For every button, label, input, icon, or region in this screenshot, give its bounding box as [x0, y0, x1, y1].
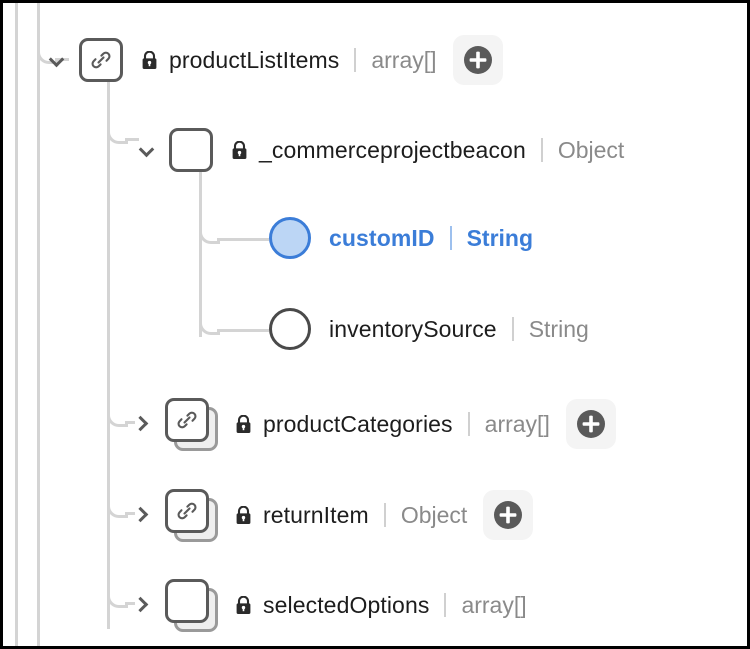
- label-type-separator: [444, 593, 447, 617]
- square-icon[interactable]: [169, 128, 213, 172]
- lock-icon: [236, 505, 251, 524]
- add-item-button[interactable]: [483, 490, 534, 540]
- tree-row-label: selectedOptions: [263, 591, 430, 618]
- tree-row-label: inventorySource: [329, 315, 497, 342]
- tree-connector-returnitem: [107, 487, 128, 518]
- lock-icon: [232, 140, 247, 159]
- label-type-separator: [449, 226, 452, 250]
- chevron-right-icon[interactable]: [133, 414, 153, 434]
- tree-row-commerceprojectbeacon[interactable]: _commerceprojectbeacon Object: [137, 121, 624, 179]
- tree-connector-productcategories: [107, 396, 128, 427]
- tree-row-type: Object: [400, 501, 468, 528]
- tree-row-type: String: [528, 315, 589, 342]
- tree-connector-selectedoptions: [107, 577, 128, 608]
- tree-row-label: productCategories: [263, 410, 453, 437]
- tree-connector-productcategories-stub: [125, 421, 135, 424]
- label-type-separator: [540, 138, 543, 162]
- tree-row-type: String: [466, 224, 534, 251]
- link-square-icon[interactable]: [79, 38, 123, 82]
- tree-connector-commerceprojectbeacon-stub: [125, 138, 139, 141]
- label-type-separator: [511, 317, 514, 341]
- label-type-separator: [383, 503, 386, 527]
- tree-rail-level2: [107, 75, 110, 629]
- tree-connector-inventorysource-stub: [217, 329, 269, 332]
- tree-connector-commerceprojectbeacon: [107, 113, 128, 144]
- lock-icon: [142, 50, 157, 69]
- tree-rail-root: [15, 3, 18, 646]
- tree-rail-level3: [199, 155, 202, 337]
- tree-row-type: array[]: [461, 591, 527, 618]
- tree-row-productcategories[interactable]: productCategories array[]: [133, 395, 616, 453]
- tree-row-returnitem[interactable]: returnItem Object: [133, 486, 534, 544]
- tree-row-productlistitems[interactable]: productListItems array[]: [47, 31, 503, 89]
- link-stacked-square-icon[interactable]: [165, 489, 218, 542]
- add-item-button[interactable]: [565, 399, 616, 449]
- tree-connector-selectedoptions-stub: [125, 602, 135, 605]
- chevron-right-icon[interactable]: [133, 505, 153, 525]
- link-stacked-square-icon[interactable]: [165, 398, 218, 451]
- tree-row-label: productListItems: [169, 46, 340, 73]
- tree-connector-customid: [199, 213, 220, 244]
- tree-connector-returnitem-stub: [125, 512, 135, 515]
- add-circle-icon: [576, 410, 605, 438]
- tree-row-label: returnItem: [263, 501, 369, 528]
- chevron-right-icon[interactable]: [133, 595, 153, 615]
- add-circle-icon: [494, 501, 523, 529]
- label-type-separator: [467, 412, 470, 436]
- tree-row-type: array[]: [371, 46, 437, 73]
- chevron-down-icon[interactable]: [47, 50, 67, 70]
- add-item-button[interactable]: [452, 35, 503, 85]
- tree-row-label: customID: [329, 224, 435, 251]
- tree-row-inventorysource[interactable]: inventorySource String: [269, 300, 589, 358]
- tree-row-selectedoptions[interactable]: selectedOptions array[]: [133, 576, 527, 634]
- tree-row-type: Object: [557, 136, 625, 163]
- circle-filled-icon[interactable]: [269, 217, 311, 259]
- label-type-separator: [354, 48, 357, 72]
- tree-rail-level1: [37, 3, 40, 646]
- circle-icon[interactable]: [269, 308, 311, 350]
- stacked-square-icon[interactable]: [165, 579, 218, 632]
- add-circle-icon: [463, 46, 492, 74]
- tree-row-type: array[]: [484, 410, 550, 437]
- chevron-down-icon[interactable]: [137, 140, 157, 160]
- tree-connector-inventorysource: [199, 304, 220, 335]
- tree-row-label: _commerceprojectbeacon: [259, 136, 526, 163]
- lock-icon: [236, 595, 251, 614]
- lock-icon: [236, 414, 251, 433]
- tree-row-customid[interactable]: customID String: [269, 209, 533, 267]
- tree-connector-customid-stub: [217, 238, 269, 241]
